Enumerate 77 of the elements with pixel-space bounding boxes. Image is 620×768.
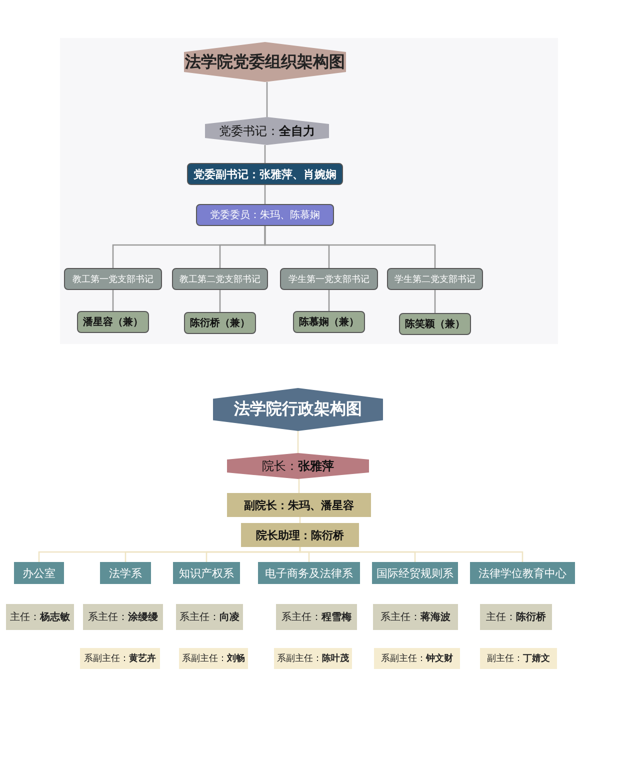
connector-line <box>112 290 114 311</box>
deputy-director-box <box>480 648 557 669</box>
deputy-director-box <box>274 648 352 669</box>
node-label: 学生第二党支部书记 <box>394 274 476 286</box>
node-label: 系主任：程雪梅 <box>282 610 352 624</box>
node-label: 法学院行政架构图 <box>234 399 362 420</box>
person-box <box>293 311 365 333</box>
node-label: 副主任：丁婧文 <box>487 652 550 665</box>
role-box <box>227 493 371 517</box>
node-label: 系主任：向凌 <box>180 610 240 624</box>
node-label: 办公室 <box>22 566 56 580</box>
node-label: 主任：杨志敏 <box>10 610 70 624</box>
node-label: 教工第一党支部书记 <box>72 274 154 286</box>
node-label: 主任：陈衍桥 <box>486 610 546 624</box>
deputy-director-box <box>179 648 248 669</box>
node-label: 系副主任：陈叶茂 <box>277 652 349 665</box>
director-box <box>480 604 552 630</box>
node-label: 法律学位教育中心 <box>478 566 566 580</box>
director-box <box>373 604 458 630</box>
branch-box <box>280 268 378 290</box>
node-label: 法学系 <box>109 566 142 580</box>
node-label: 党委副书记：张雅萍、肖婉娴 <box>194 166 336 182</box>
node-label: 陈衍桥（兼） <box>190 316 250 330</box>
node-label: 陈笑颖（兼） <box>405 318 465 331</box>
connector-line <box>298 479 300 493</box>
connector-line <box>266 82 268 117</box>
node-label: 陈慕娴（兼） <box>299 316 359 329</box>
node-label: 教工第二党支部书记 <box>180 274 260 286</box>
connector-line <box>264 185 266 204</box>
role-box <box>241 523 359 547</box>
dean-box <box>227 453 369 479</box>
node-label: 党委委员：朱玛、陈慕娴 <box>210 208 320 222</box>
director-box <box>176 604 243 630</box>
secretary-box <box>205 117 329 145</box>
node-label: 院长助理：陈衍桥 <box>256 528 344 542</box>
branch-box <box>387 268 483 290</box>
department-box <box>470 562 575 584</box>
branch-box <box>64 268 162 290</box>
deputy-director-box <box>374 648 460 669</box>
title-banner <box>213 388 383 431</box>
department-box <box>258 562 360 584</box>
person-box <box>184 312 256 334</box>
node-label: 院长：张雅萍 <box>262 458 334 474</box>
node-label: 系副主任：黄艺卉 <box>84 652 156 665</box>
connector-line <box>297 431 299 453</box>
department-box <box>173 562 240 584</box>
node-label: 法学院党委组织架构图 <box>185 52 345 72</box>
person-box <box>399 313 471 335</box>
node-label: 副院长：朱玛、潘星容 <box>244 498 354 512</box>
node-label: 电子商务及法律系 <box>265 566 353 580</box>
node-label: 学生第一党支部书记 <box>288 274 370 286</box>
title-banner <box>184 42 346 82</box>
member-box <box>196 204 334 226</box>
deputy-box <box>187 163 343 185</box>
director-box <box>6 604 74 630</box>
node-label: 知识产权系 <box>179 566 234 580</box>
node-label: 党委书记：全自力 <box>219 122 315 140</box>
director-box <box>83 604 163 630</box>
deputy-director-box <box>80 648 160 669</box>
connector-line <box>299 547 524 562</box>
node-label: 国际经贸规则系 <box>376 566 454 580</box>
branch-box <box>172 268 268 290</box>
connector-line <box>264 145 266 163</box>
director-box <box>276 604 357 630</box>
department-box <box>100 562 151 584</box>
node-label: 系副主任：刘畅 <box>182 652 245 665</box>
node-label: 系主任：涂缦缦 <box>88 610 158 624</box>
department-box <box>372 562 458 584</box>
node-label: 系副主任：钟文财 <box>381 652 453 665</box>
connector-line <box>434 290 436 313</box>
connector-line <box>264 226 436 268</box>
connector-line <box>219 290 221 312</box>
node-label: 潘星容（兼） <box>83 315 143 329</box>
person-box <box>77 311 149 333</box>
department-box <box>14 562 64 584</box>
connector-line <box>328 290 330 311</box>
node-label: 系主任：蒋海波 <box>380 610 450 624</box>
